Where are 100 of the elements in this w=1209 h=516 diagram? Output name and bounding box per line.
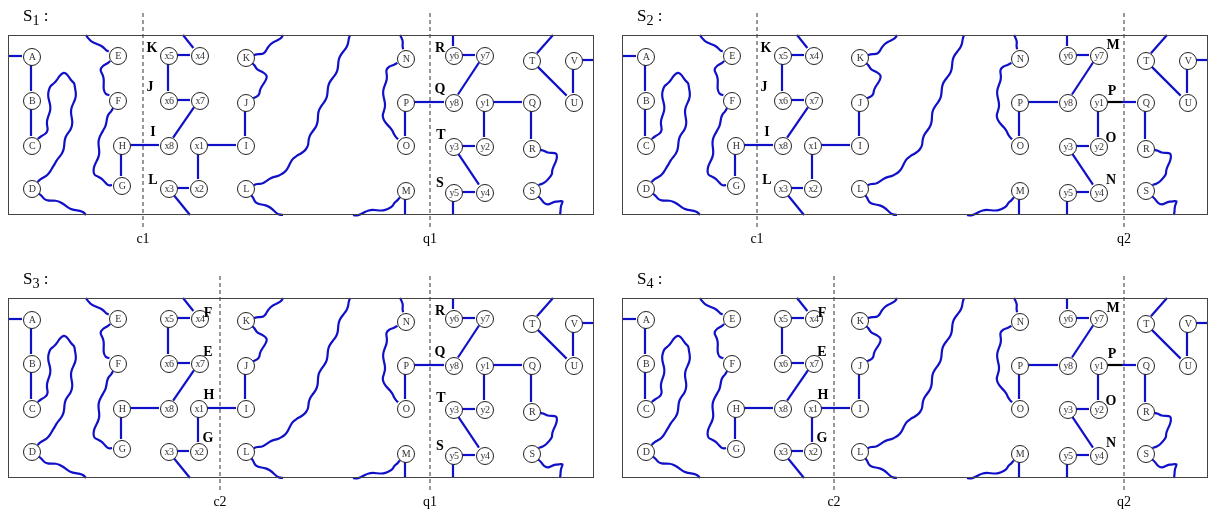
vertex-circle: y8 bbox=[445, 94, 463, 112]
cut-label: c2 bbox=[213, 494, 227, 510]
vertex-circle: C bbox=[23, 400, 41, 418]
wavy-line bbox=[706, 370, 728, 450]
vertex-circle: T bbox=[523, 52, 541, 70]
vertex-circle: G bbox=[113, 177, 131, 195]
vertex-circle: Q bbox=[523, 94, 541, 112]
connector-line bbox=[796, 297, 809, 312]
connector-line bbox=[1150, 34, 1168, 54]
wavy-line bbox=[352, 196, 401, 217]
connector-line bbox=[457, 415, 480, 449]
vertex-circle: E bbox=[723, 47, 741, 65]
connector-line bbox=[493, 363, 522, 367]
wavy-line bbox=[538, 148, 558, 186]
wavy-line bbox=[381, 61, 399, 140]
vertex-circle: S bbox=[523, 182, 541, 200]
vertex-circle: G bbox=[727, 177, 745, 195]
vertex-circle: H bbox=[113, 400, 131, 418]
part-label: L bbox=[148, 172, 158, 188]
connector-line bbox=[622, 317, 636, 321]
vertex-circle: J bbox=[237, 94, 255, 112]
connector-line bbox=[1017, 111, 1021, 136]
vertex-circle: A bbox=[637, 48, 655, 66]
vertex-circle: F bbox=[109, 355, 127, 373]
connector-line bbox=[786, 106, 809, 139]
part-label: O bbox=[1105, 130, 1117, 146]
cut-label: q2 bbox=[1117, 494, 1131, 510]
vertex-circle: x4 bbox=[805, 47, 823, 65]
wavy-line bbox=[253, 34, 352, 187]
vertex-circle: y1 bbox=[476, 357, 494, 375]
wavy-line bbox=[865, 62, 882, 100]
wavy-line bbox=[538, 411, 558, 449]
wavy-line bbox=[867, 34, 966, 187]
vertex-circle: x6 bbox=[774, 92, 792, 110]
vertex-circle: R bbox=[523, 403, 541, 421]
wavy-line bbox=[399, 34, 405, 50]
wavy-line bbox=[85, 297, 110, 316]
connector-line bbox=[414, 100, 444, 104]
vertex-circle: M bbox=[397, 182, 415, 200]
connector-line bbox=[1065, 35, 1069, 46]
wavy-line bbox=[864, 457, 898, 480]
wavy-line bbox=[1013, 297, 1019, 313]
vertex-circle: G bbox=[727, 440, 745, 458]
connector-line bbox=[786, 369, 809, 402]
wavy-line bbox=[966, 459, 1015, 480]
wavy-line bbox=[699, 34, 724, 53]
connector-line bbox=[1143, 111, 1147, 139]
part-label: G bbox=[816, 430, 828, 446]
wavy-line bbox=[253, 297, 284, 320]
vertex-circle: K bbox=[237, 312, 255, 330]
connector-line bbox=[243, 374, 247, 399]
wavy-line bbox=[537, 195, 564, 216]
vertex-circle: x7 bbox=[191, 92, 209, 110]
vertex-circle: S bbox=[523, 445, 541, 463]
vertex-circle: x2 bbox=[190, 180, 208, 198]
connector-line bbox=[857, 374, 861, 399]
connector-line bbox=[571, 332, 575, 356]
vertex-circle: A bbox=[23, 311, 41, 329]
wavy-line bbox=[36, 334, 77, 446]
part-label: I bbox=[150, 124, 156, 140]
connector-line bbox=[810, 417, 814, 442]
connector-line bbox=[451, 298, 455, 309]
wavy-line bbox=[381, 324, 399, 403]
connector-line bbox=[1150, 328, 1182, 360]
vertex-circle: L bbox=[237, 443, 255, 461]
connector-line bbox=[780, 64, 784, 91]
connector-line bbox=[1028, 100, 1058, 104]
vertex-circle: O bbox=[397, 400, 415, 418]
vertex-circle: x5 bbox=[160, 310, 178, 328]
connector-line bbox=[1107, 100, 1136, 104]
panel-title: S$_{2}$ : bbox=[637, 6, 663, 30]
vertex-circle: y8 bbox=[1059, 357, 1077, 375]
vertex-circle: x5 bbox=[160, 47, 178, 65]
vertex-circle: V bbox=[565, 315, 583, 333]
wavy-line bbox=[36, 71, 77, 183]
vertex-circle: Q bbox=[1137, 357, 1155, 375]
wavy-line bbox=[650, 334, 691, 446]
vertex-circle: D bbox=[23, 180, 41, 198]
connector-line bbox=[643, 109, 647, 136]
vertex-circle: V bbox=[565, 52, 583, 70]
vertex-circle: x8 bbox=[160, 137, 178, 155]
connector-line bbox=[403, 374, 407, 399]
connector-line bbox=[119, 154, 123, 176]
vertex-circle: O bbox=[1011, 137, 1029, 155]
vertex-circle: x3 bbox=[160, 180, 178, 198]
connector-line bbox=[571, 69, 575, 93]
connector-line bbox=[482, 374, 486, 400]
connector-line bbox=[1071, 61, 1094, 96]
vertex-circle: C bbox=[637, 400, 655, 418]
connector-line bbox=[457, 324, 480, 359]
connector-line bbox=[172, 106, 195, 139]
vertex-circle: x4 bbox=[191, 47, 209, 65]
vertex-circle: x6 bbox=[160, 355, 178, 373]
vertex-circle: x7 bbox=[191, 355, 209, 373]
wavy-line bbox=[92, 107, 114, 187]
vertex-circle: y5 bbox=[1059, 447, 1077, 465]
part-label: H bbox=[817, 387, 829, 403]
vertex-circle: x2 bbox=[804, 443, 822, 461]
wavy-line bbox=[651, 455, 701, 479]
vertex-circle: y8 bbox=[445, 357, 463, 375]
